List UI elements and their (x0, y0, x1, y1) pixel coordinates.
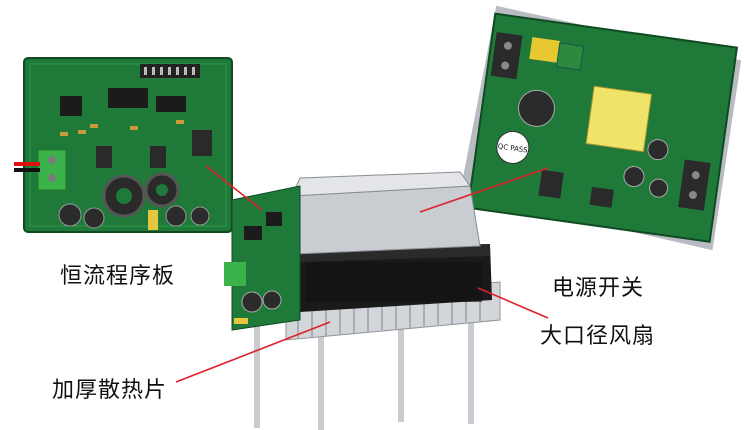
label-control-board: 恒流程序板 (60, 264, 176, 289)
label-power-supply: 电源开关 (552, 276, 645, 301)
power-supply-closeup: QC PASS (460, 5, 742, 251)
control-board-closeup (14, 57, 233, 233)
leader-fan (477, 287, 549, 319)
leader-board (205, 165, 263, 211)
label-fan: 大口径风扇 (540, 324, 656, 349)
leader-psu (419, 167, 549, 213)
label-heatsink: 加厚散热片 (52, 378, 168, 403)
leader-lines (175, 165, 549, 383)
leader-heatsink (175, 321, 331, 383)
assembled-unit (224, 171, 501, 430)
